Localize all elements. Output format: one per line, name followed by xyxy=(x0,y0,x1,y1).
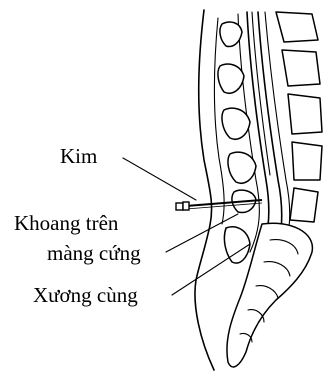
vertebral-body xyxy=(288,94,322,134)
spinous-process xyxy=(222,108,250,139)
needle-hub-cap xyxy=(183,202,189,210)
spinous-process xyxy=(220,22,242,46)
spinous-process xyxy=(228,152,256,183)
vertebral-body xyxy=(276,12,318,42)
vertebral-body xyxy=(292,142,322,180)
sacrum-leader-line xyxy=(172,244,250,295)
needle-leader-line xyxy=(123,158,196,200)
epidural-space-label-line1: Khoang trên xyxy=(14,211,119,235)
back-outline xyxy=(195,10,214,370)
vertebral-body xyxy=(282,50,320,86)
needle-hub xyxy=(176,203,183,210)
sacrum-label: Xương cùng xyxy=(33,283,138,307)
spinous-process xyxy=(218,64,244,93)
needle-label: Kim xyxy=(60,144,97,168)
vertebral-body xyxy=(290,188,318,222)
epidural-space-label-line2: màng cứng xyxy=(47,241,141,265)
